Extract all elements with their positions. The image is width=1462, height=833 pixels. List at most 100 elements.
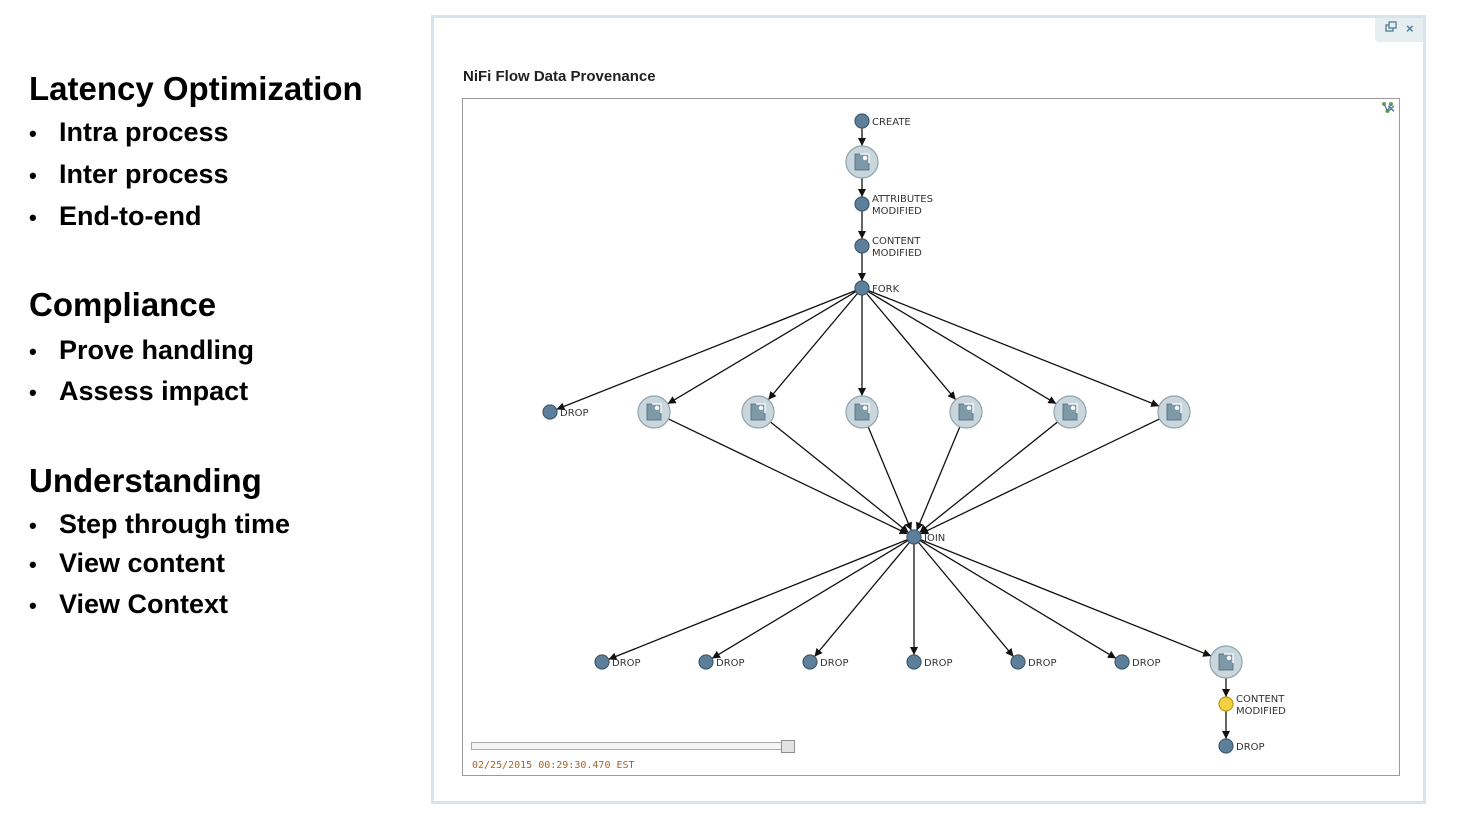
event-label: DROP: [1236, 742, 1265, 753]
lineage-edge: [867, 426, 912, 531]
bullet-prove-handling: •Prove handling: [29, 335, 254, 366]
bullet-dot: •: [29, 593, 37, 618]
event-label: DROP: [716, 658, 745, 669]
event-node[interactable]: [1010, 654, 1026, 670]
lineage-edge: [866, 292, 957, 401]
flowfile-node[interactable]: [1157, 395, 1191, 429]
lineage-edge: [920, 418, 1160, 535]
section-heading-understanding: Understanding: [29, 462, 262, 499]
bullet-label: End-to-end: [59, 201, 202, 231]
event-label: FORK: [872, 284, 900, 295]
bullet-inter-process: • Inter process: [29, 159, 229, 190]
flowfile-node[interactable]: [741, 395, 775, 429]
close-icon[interactable]: ×: [1406, 21, 1414, 36]
event-node[interactable]: [542, 404, 558, 420]
section-heading-latency: Latency Optimization: [29, 70, 363, 107]
bullet-dot: •: [29, 552, 37, 577]
bullet-label: Intra process: [59, 117, 229, 147]
document-icon: [1218, 653, 1234, 671]
event-node[interactable]: [854, 280, 870, 296]
timeline-slider-handle[interactable]: [781, 740, 795, 753]
lineage-edge: [920, 538, 1212, 657]
graph-labels: CREATEATTRIBUTESMODIFIEDCONTENTMODIFIEDF…: [560, 117, 1286, 753]
lineage-edge: [668, 418, 908, 535]
event-node[interactable]: [1114, 654, 1130, 670]
document-icon: [1062, 403, 1078, 421]
event-label: DROP: [924, 658, 953, 669]
close-icon[interactable]: ×: [1387, 101, 1395, 116]
bullet-end-to-end: • End-to-end: [29, 201, 201, 232]
timeline-timestamp: 02/25/2015 00:29:30.470 EST: [472, 760, 635, 771]
event-label: DROP: [820, 658, 849, 669]
document-icon: [958, 403, 974, 421]
flowfile-node[interactable]: [1209, 645, 1243, 679]
event-node[interactable]: [854, 196, 870, 212]
event-label: MODIFIED: [1236, 706, 1286, 717]
provenance-window: × NiFi Flow Data Provenance CREATE ATTRIB…: [431, 15, 1426, 804]
document-icon: [1166, 403, 1182, 421]
section-heading-compliance: Compliance: [29, 286, 217, 323]
lineage-edge: [868, 289, 1160, 407]
lineage-edge: [867, 291, 1057, 405]
panel-title: NiFi Flow Data Provenance: [463, 68, 656, 85]
flowfile-node[interactable]: [949, 395, 983, 429]
timeline-slider-track[interactable]: [471, 742, 793, 750]
bullet-step-through-time: •Step through time: [29, 509, 290, 540]
flowfile-node[interactable]: [845, 145, 879, 179]
lineage-edge: [919, 421, 1058, 534]
lineage-graph-canvas[interactable]: CREATEATTRIBUTESMODIFIEDCONTENTMODIFIEDF…: [463, 99, 1399, 775]
bullet-view-context: • View Context: [29, 589, 228, 620]
lineage-edge: [667, 291, 857, 405]
lineage-edge: [767, 292, 858, 401]
event-node[interactable]: [802, 654, 818, 670]
lineage-edge: [556, 289, 856, 411]
event-label: DROP: [560, 408, 589, 419]
event-label: MODIFIED: [872, 206, 922, 217]
flowfile-node[interactable]: [1053, 395, 1087, 429]
bullet-label: View Context: [59, 589, 229, 619]
bullet-dot: •: [29, 380, 37, 405]
event-node[interactable]: [906, 654, 922, 670]
event-node[interactable]: [1218, 696, 1234, 712]
event-node[interactable]: [1218, 738, 1234, 754]
lineage-edge: [608, 538, 908, 661]
event-label: CONTENT: [1236, 694, 1285, 705]
restore-icon[interactable]: [1385, 21, 1397, 37]
lineage-edge: [813, 541, 911, 658]
document-icon: [646, 403, 662, 421]
event-label: DROP: [612, 658, 641, 669]
bullet-label: Inter process: [59, 159, 229, 189]
event-label: MODIFIED: [872, 248, 922, 259]
event-node[interactable]: [698, 654, 714, 670]
bullet-label: View content: [59, 548, 226, 578]
event-label: CREATE: [872, 117, 911, 128]
event-node[interactable]: [906, 529, 922, 545]
bullet-dot: •: [29, 121, 37, 146]
graph-tools: ×: [1381, 101, 1395, 116]
event-label: DROP: [1028, 658, 1057, 669]
flowfile-node[interactable]: [637, 395, 671, 429]
event-node[interactable]: [854, 113, 870, 129]
event-node[interactable]: [594, 654, 610, 670]
graph-nodes: [542, 113, 1243, 754]
event-node[interactable]: [854, 238, 870, 254]
event-label: CONTENT: [872, 236, 921, 247]
lineage-edge: [711, 540, 909, 659]
lineage-edge: [770, 421, 909, 534]
event-label: ATTRIBUTES: [872, 194, 933, 205]
document-icon: [854, 153, 870, 171]
bullet-assess-impact: •Assess impact: [29, 376, 248, 407]
bullet-dot: •: [29, 339, 37, 364]
bullet-view-content: • View content: [29, 548, 225, 579]
bullet-intra-process: • Intra process: [29, 117, 229, 148]
bullet-dot: •: [29, 163, 37, 188]
bullet-dot: •: [29, 205, 37, 230]
event-label: JOIN: [923, 533, 945, 544]
bullet-dot: •: [29, 513, 37, 538]
event-label: DROP: [1132, 658, 1161, 669]
flowfile-node[interactable]: [845, 395, 879, 429]
window-controls: ×: [1375, 18, 1423, 42]
lineage-edge: [919, 540, 1117, 659]
lineage-edge: [916, 426, 961, 531]
